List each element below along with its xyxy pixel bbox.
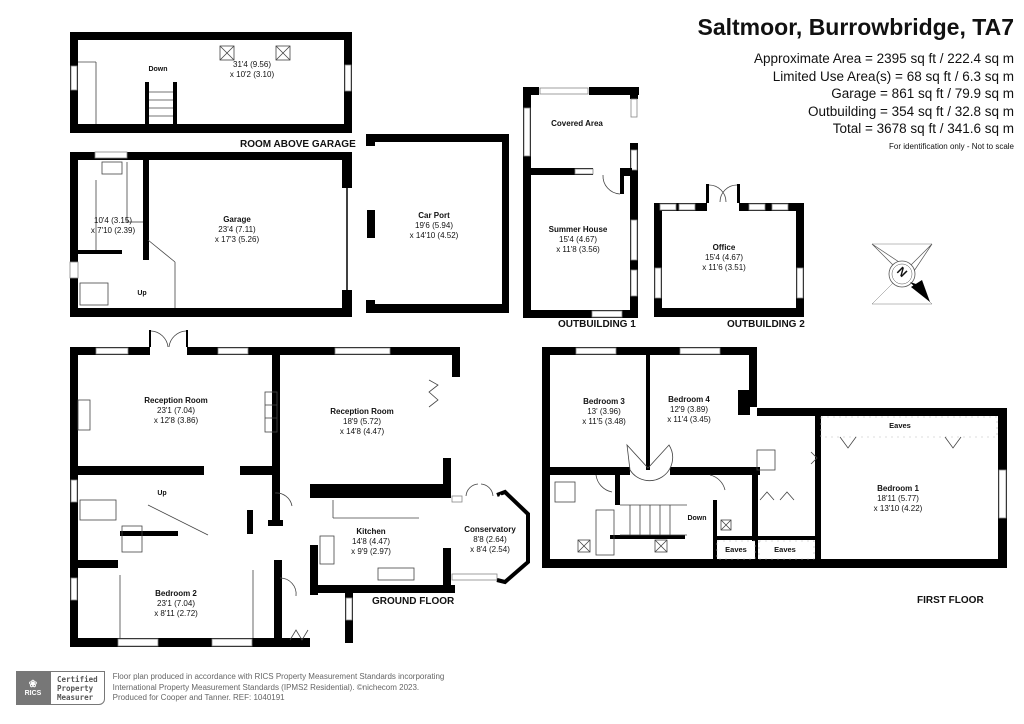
area-approximate: Approximate Area = 2395 sq ft / 222.4 sq… [753,51,1014,66]
room-above-garage-walls [70,32,352,133]
rics-emblem-icon: ❀ [28,679,38,690]
stair-label-down: Down [687,515,707,522]
floor-title-first-floor: FIRST FLOOR [917,595,984,606]
area-garage: Garage = 861 sq ft / 79.9 sq m [831,86,1014,101]
utility-label: 10'4 (3.15) x 7'10 (2.39) [90,216,136,235]
outbuilding-2-walls [654,184,804,317]
garage-walls [69,151,352,317]
reception-room-1-label: Reception Room 23'1 (7.04) x 12'8 (3.86) [144,396,208,425]
stair-label-up: Up [157,490,167,497]
footer: ❀ RICS Certified Property Measurer Floor… [16,671,444,705]
compass-rose [871,243,933,305]
eaves-label: Eaves [889,421,911,430]
area-limited-use: Limited Use Area(s) = 68 sq ft / 6.3 sq … [772,68,1014,84]
covered-area-label: Covered Area [551,119,603,128]
eaves-label: Eaves [725,545,747,554]
bedroom-3-label: Bedroom 3 13' (3.96) x 11'5 (3.48) [582,397,626,426]
outbuilding-1-walls [523,87,639,318]
property-title: Saltmoor, Burrowbridge, TA7 [697,14,1015,40]
eaves-label: Eaves [774,545,796,554]
footer-disclaimer: Floor plan produced in accordance with R… [112,672,445,703]
scale-note: For identification only - Not to scale [889,141,1014,151]
room-above-garage-label: 31'4 (9.56) x 10'2 (3.10) [229,60,275,79]
carport-label: Car Port 19'6 (5.94) x 14'10 (4.52) [409,211,459,240]
garage-label: Garage 23'4 (7.11) x 17'3 (5.26) [214,215,260,244]
reception-room-2-label: Reception Room 18'9 (5.72) x 14'8 (4.47) [330,407,394,436]
stair-label-up: Up [137,290,147,297]
bedroom-4-label: Bedroom 4 12'9 (3.89) x 11'4 (3.45) [667,395,711,424]
floor-title-outbuilding-1: OUTBUILDING 1 [558,319,636,330]
bedroom-2-label: Bedroom 2 23'1 (7.04) x 8'11 (2.72) [154,589,198,618]
ground-floor-walls [70,330,530,647]
certified-measurer-badge: Certified Property Measurer [50,671,105,705]
rics-logo: ❀ RICS [16,671,50,705]
floor-title-ground-floor: GROUND FLOOR [372,596,455,607]
summer-house-label: Summer House 15'4 (4.67) x 11'8 (3.56) [548,225,608,254]
carport-walls [366,134,509,313]
bedroom-1-label: Bedroom 1 18'11 (5.77) x 13'10 (4.22) [873,484,923,513]
stair-label-down: Down [148,66,168,73]
office-label: Office 15'4 (4.67) x 11'6 (3.51) [702,243,746,272]
area-outbuilding: Outbuilding = 354 sq ft / 32.8 sq m [807,103,1014,119]
conservatory-label: Conservatory 8'8 (2.64) x 8'4 (2.54) [464,525,516,554]
area-summary: Approximate Area = 2395 sq ft / 222.4 sq… [754,50,1014,154]
kitchen-label: Kitchen 14'8 (4.47) x 9'9 (2.97) [351,527,391,556]
area-total: Total = 3678 sq ft / 341.6 sq m [832,121,1014,136]
floor-title-room-above-garage: ROOM ABOVE GARAGE [240,139,356,150]
floor-title-outbuilding-2: OUTBUILDING 2 [727,319,805,330]
first-floor-walls [542,347,1007,568]
